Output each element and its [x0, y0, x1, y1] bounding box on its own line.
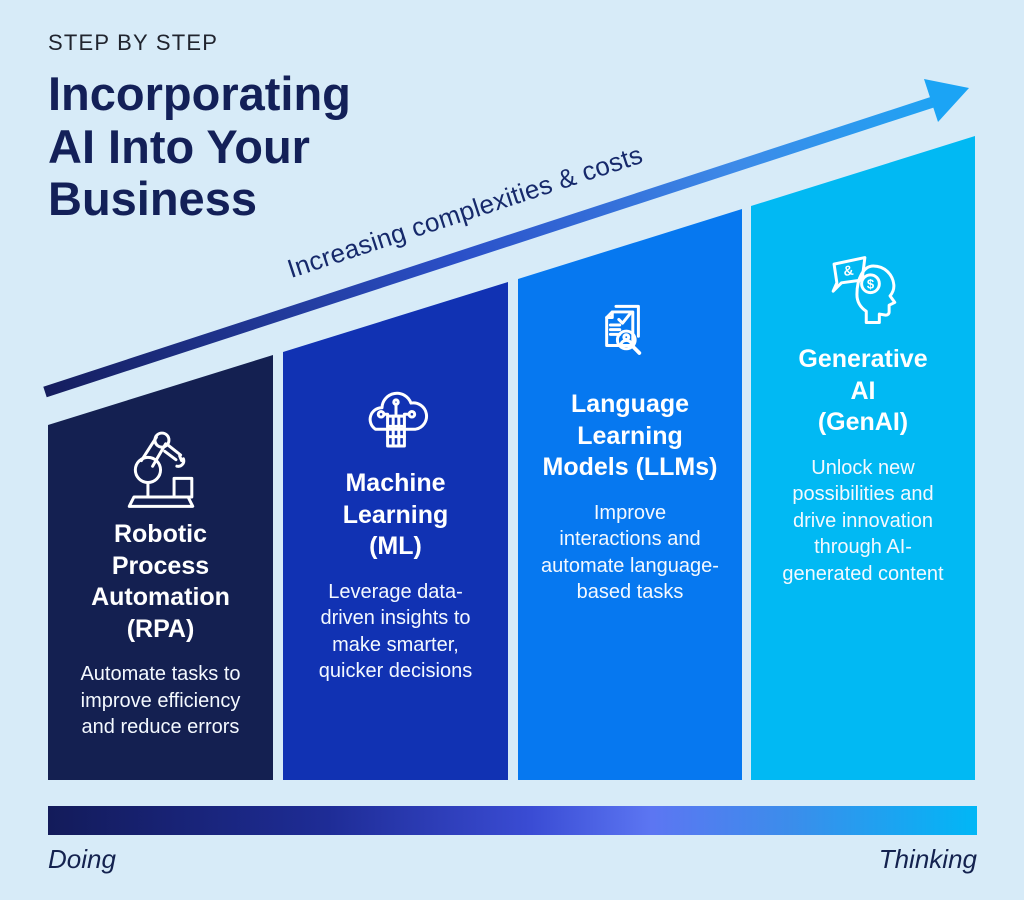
eyebrow-text: STEP BY STEP	[48, 30, 219, 55]
column-genai: $ & Generative AI (GenAI) Unlock new pos…	[751, 136, 975, 780]
robotic-arm-icon	[119, 427, 203, 511]
column-description: Automate tasks to improve efficiency and…	[80, 663, 241, 739]
arrow-head	[924, 79, 969, 122]
column-title: Machine Learning (ML)	[342, 469, 449, 560]
axis-label-thinking: Thinking	[878, 844, 977, 874]
column-title: Generative AI (GenAI)	[798, 345, 928, 436]
page-title: Incorporating AI Into Your Business	[48, 67, 351, 226]
axis-label-doing: Doing	[48, 844, 116, 874]
column-title: Language Learning Models (LLMs)	[542, 390, 718, 481]
ml-cloud-icon	[354, 376, 438, 460]
column-llm: Language Learning Models (LLMs) Improve …	[518, 209, 742, 780]
document-search-icon	[588, 297, 672, 381]
dollar-glyph: $	[867, 276, 875, 291]
column-rpa: Robotic Process Automation (RPA) Automat…	[48, 355, 273, 780]
genai-head-icon: $ &	[821, 252, 905, 336]
page-header: STEP BY STEP Incorporating AI Into Your …	[48, 30, 351, 226]
column-title: Robotic Process Automation (RPA)	[91, 520, 230, 643]
column-ml: Machine Learning (ML) Leverage data- dri…	[283, 282, 508, 780]
column-description: Leverage data- driven insights to make s…	[318, 580, 473, 683]
column-description: Improve interactions and automate langua…	[541, 501, 719, 604]
ampersand-glyph: &	[842, 262, 854, 279]
doing-thinking-gradient-bar	[48, 806, 977, 835]
column-description: Unlock new possibilities and drive innov…	[782, 456, 944, 585]
